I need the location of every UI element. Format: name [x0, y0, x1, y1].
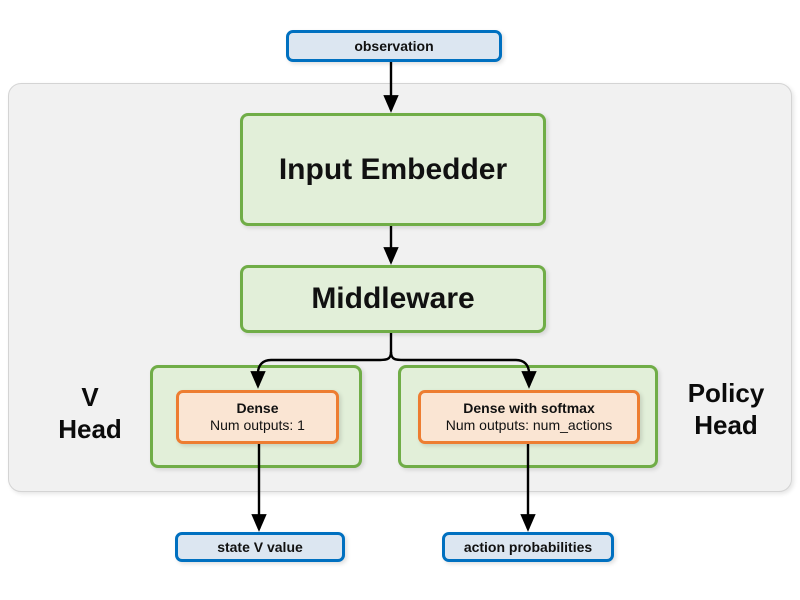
middleware-node[interactable]: Middleware — [240, 265, 546, 333]
v-head-dense-subtitle: Num outputs: 1 — [210, 417, 305, 433]
policy-head-dense-subtitle: Num outputs: num_actions — [445, 417, 613, 433]
v-head-dense-title: Dense — [236, 400, 279, 417]
observation-node[interactable]: observation — [286, 30, 502, 62]
policy-head-label-line1: Policy — [687, 378, 765, 408]
v-head-label: V Head — [40, 382, 140, 445]
state-v-value-node[interactable]: state V value — [175, 532, 345, 562]
input-embedder-node[interactable]: Input Embedder — [240, 113, 546, 226]
v-head-dense-node[interactable]: Dense Num outputs: 1 — [176, 390, 339, 444]
action-probabilities-label: action probabilities — [463, 538, 593, 555]
policy-head-label: Policy Head — [664, 378, 788, 441]
middleware-label: Middleware — [311, 282, 475, 316]
v-head-label-line2: Head — [58, 413, 122, 444]
state-v-value-label: state V value — [217, 538, 303, 555]
policy-head-label-line2: Head — [694, 409, 758, 440]
input-embedder-label: Input Embedder — [278, 152, 508, 186]
v-head-label-line1: V — [81, 382, 99, 412]
policy-head-dense-node[interactable]: Dense with softmax Num outputs: num_acti… — [418, 390, 640, 444]
action-probabilities-node[interactable]: action probabilities — [442, 532, 614, 562]
observation-label: observation — [354, 37, 434, 54]
policy-head-dense-title: Dense with softmax — [463, 400, 595, 417]
